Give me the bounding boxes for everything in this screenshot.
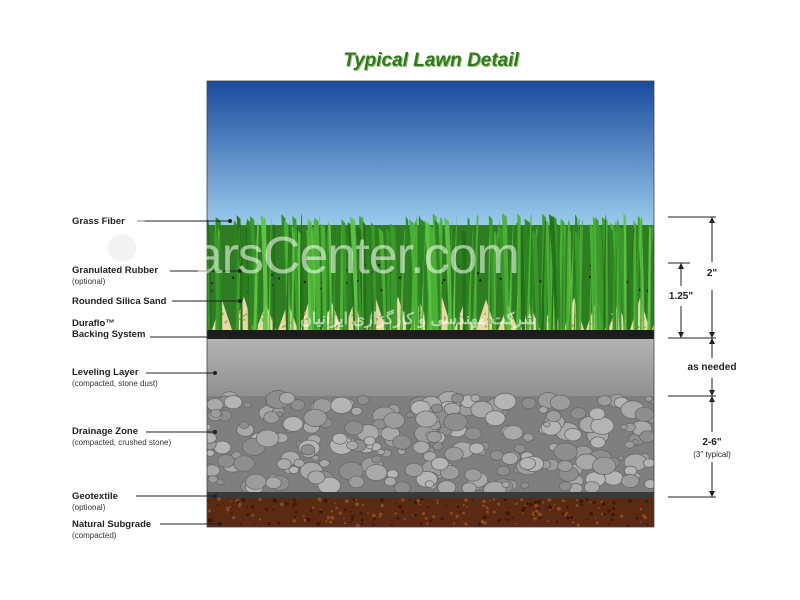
backing-system	[207, 330, 654, 339]
label-natural-subgrade: Natural Subgrade (compacted)	[72, 519, 152, 540]
diagram-title: Typical Lawn Detail	[343, 50, 519, 71]
dim-drainage-note: (3" typical)	[693, 450, 731, 459]
dim-turf-height: 2"	[706, 268, 718, 279]
label-silica-sand: Rounded Silica Sand	[72, 296, 167, 307]
leveling-layer	[207, 339, 654, 396]
dim-drainage: 2-6"	[702, 437, 722, 448]
natural-subgrade	[207, 498, 654, 527]
sky	[207, 81, 654, 231]
label-geotextile: Geotextile (optional)	[72, 491, 118, 512]
label-drainage-zone: Drainage Zone (compacted, crushed stone)	[72, 426, 172, 447]
dim-leveling: as needed	[687, 362, 737, 373]
watermark-logo-icon	[86, 212, 158, 284]
label-leveling-layer: Leveling Layer (compacted, stone dust)	[72, 367, 158, 388]
label-backing-system: Duraflo™ Backing System	[72, 318, 146, 340]
grass-fiber-blades	[207, 213, 654, 332]
dim-infill-height: 1.25"	[668, 291, 694, 302]
geotextile-layer	[207, 492, 654, 498]
drainage-stones	[207, 390, 654, 499]
label-granulated-rubber: Granulated Rubber (optional)	[72, 265, 159, 286]
label-grass-fiber: Grass Fiber	[72, 216, 125, 227]
subgrade-texture	[207, 497, 648, 527]
